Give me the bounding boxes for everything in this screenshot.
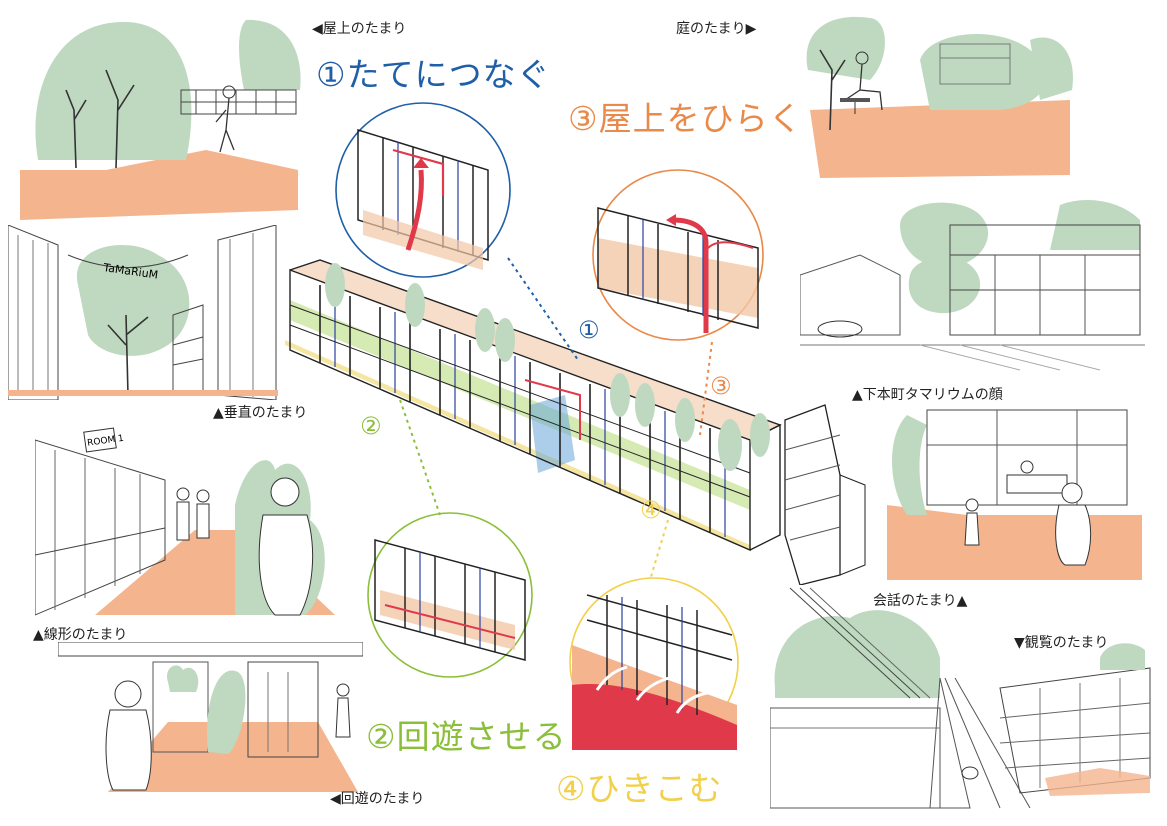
sketch-loop <box>58 642 363 792</box>
label-conversation: 会話のたまり▲ <box>873 593 968 609</box>
sketch-garden <box>806 16 1073 178</box>
marker-4: ④ <box>640 496 662 524</box>
marker-2: ② <box>360 412 382 440</box>
detail-circle-1 <box>335 102 511 278</box>
sketch-vertical: TaMaRiuM <box>8 225 278 400</box>
label-garden: 庭のたまり▶ <box>676 21 757 37</box>
label-linear: ▲線形のたまり <box>33 627 128 643</box>
label-rooftop: ◀屋上のたまり <box>312 21 407 37</box>
concept-title-3: ③屋上をひらく <box>568 99 803 138</box>
label-face: ▲下本町タマリウムの顔 <box>852 387 1003 403</box>
detail-circle-3 <box>592 169 764 341</box>
sketch-viewing <box>770 587 1151 809</box>
concept-title-2: ②回遊させる <box>366 717 567 756</box>
marker-1: ① <box>578 316 600 344</box>
sketch-facade <box>800 200 1145 371</box>
sketch-linear: ROOM 1 <box>35 427 335 616</box>
label-vertical: ▲垂直のたまり <box>213 405 308 421</box>
sketch-rooftop <box>20 19 301 220</box>
building-model <box>285 259 866 585</box>
label-viewing: ▼観覧のたまり <box>1014 635 1109 651</box>
detail-circle-4 <box>569 577 739 750</box>
sketch-conversation <box>887 409 1142 580</box>
concept-title-4: ④ひきこむ <box>556 769 723 808</box>
detail-circle-2 <box>367 512 533 678</box>
label-loop: ◀回遊のたまり <box>330 791 425 807</box>
concept-title-1: ①たてにつなぐ <box>316 55 551 94</box>
marker-3: ③ <box>710 372 732 400</box>
